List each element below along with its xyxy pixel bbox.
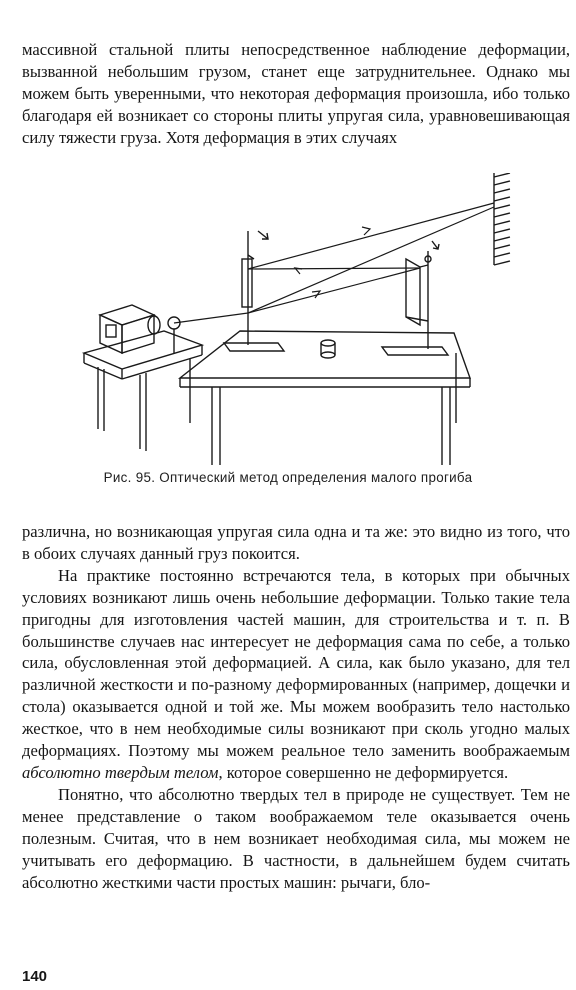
mirror-stand-left	[222, 231, 286, 352]
paragraph-top: массивной стальной плиты непосредственно…	[22, 39, 570, 149]
deflection-arrows	[257, 230, 440, 250]
figure-caption: Рис. 95. Оптический метод определения ма…	[103, 470, 473, 485]
paragraph-3: Понятно, что абсолютно твердых тел в при…	[22, 784, 570, 892]
paragraph-2-text-b: , которое совершенно не деформируется.	[218, 762, 509, 782]
optical-setup-drawing	[81, 173, 511, 465]
body-text: различна, но возникающая упругая сила од…	[22, 521, 570, 893]
light-beams	[173, 202, 495, 324]
paragraph-continued: различна, но возникающая упругая сила од…	[22, 522, 570, 563]
paragraph-top-text: массивной стальной плиты непосредственно…	[22, 40, 570, 147]
paragraph-2-text-a: На практике постоянно встречаются тела, …	[22, 565, 570, 761]
paragraph-2: На практике постоянно встречаются тела, …	[22, 565, 570, 784]
mirror-stand-right	[380, 251, 450, 356]
lamp-box	[98, 304, 181, 355]
figure-95-illustration	[62, 173, 574, 473]
small-table	[81, 330, 205, 451]
wall-screen	[493, 173, 511, 266]
weight-jar	[320, 339, 336, 359]
paragraph-2-italic-term: абсолютно твердым телом	[22, 762, 219, 782]
page-number: 140	[22, 968, 48, 985]
large-table	[177, 330, 471, 465]
